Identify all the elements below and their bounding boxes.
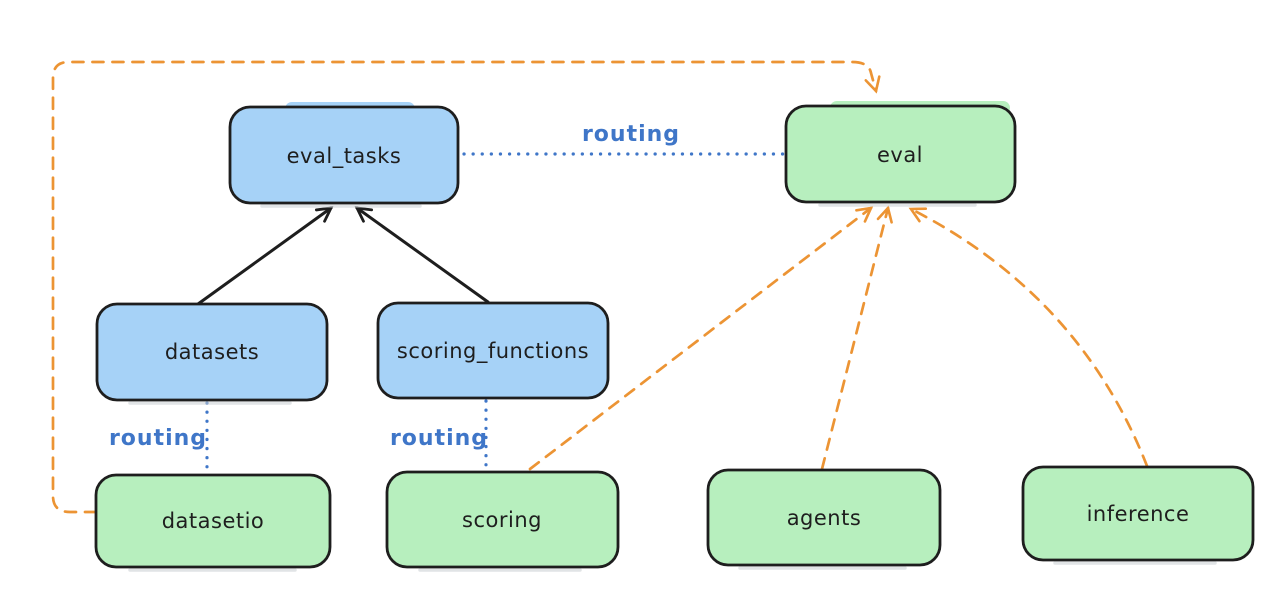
node-label-datasetio: datasetio — [162, 509, 265, 533]
node-scoring: scoring — [385, 470, 620, 569]
node-label-datasets: datasets — [165, 340, 259, 364]
edge-agents-eval — [820, 205, 893, 471]
node-inference: inference — [1021, 465, 1255, 562]
node-datasetio: datasetio — [94, 473, 332, 569]
node-label-eval-tasks: eval_tasks — [287, 144, 402, 169]
edge-datasetio-eval — [51, 60, 881, 514]
node-eval: eval — [784, 101, 1017, 204]
node-datasets: datasets — [95, 302, 329, 402]
node-label-scoring-functions: scoring_functions — [397, 339, 589, 364]
node-label-inference: inference — [1087, 502, 1190, 526]
node-scoring-functions: scoring_functions — [376, 301, 610, 400]
edge-scoring-eval — [528, 206, 874, 471]
node-eval-tasks: eval_tasks — [228, 102, 460, 205]
edge-label-routing-scoring: routing — [390, 426, 488, 451]
node-agents: agents — [706, 468, 942, 567]
node-label-eval: eval — [877, 143, 923, 167]
node-label-agents: agents — [787, 506, 862, 530]
edge-label-routing-top: routing — [582, 122, 680, 147]
edge-datasets-eval-tasks — [196, 206, 334, 306]
node-label-scoring: scoring — [462, 508, 542, 532]
edge-scoring-functions-eval-tasks — [354, 206, 490, 304]
edge-inference-eval — [908, 207, 1149, 468]
edge-label-routing-datasetio: routing — [109, 426, 207, 451]
